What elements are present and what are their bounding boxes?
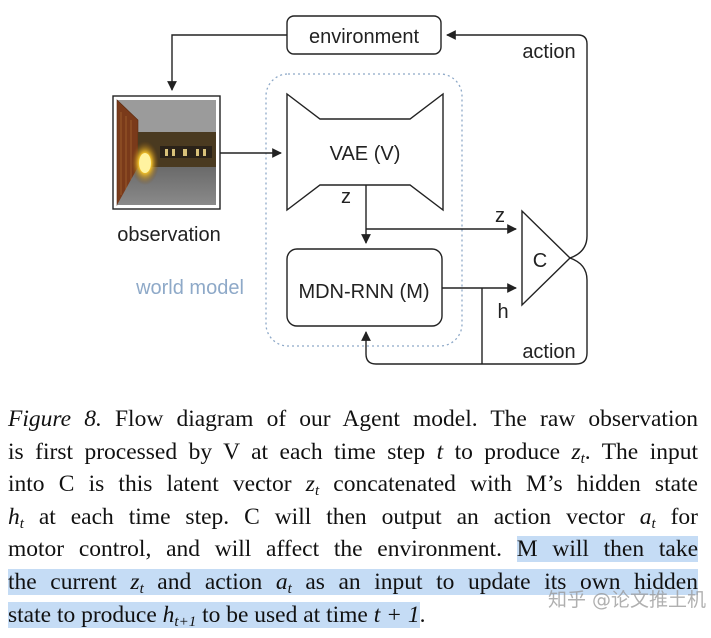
highlighted-text: and action: [143, 568, 276, 595]
math-sub: t: [287, 580, 292, 597]
caption-text: at each time step. C will then output an…: [23, 503, 640, 530]
math-sub: t: [139, 580, 144, 597]
agent-flow-diagram: environment observation VAE (V) z MDN-RN…: [112, 15, 588, 365]
vae-label: VAE (V): [330, 143, 401, 165]
caption-text: . The input: [584, 438, 699, 465]
caption-line-5: motor control, and will affect the envir…: [8, 533, 698, 566]
figure-label: Figure 8.: [8, 406, 102, 432]
arrow-action-to-environment: [446, 30, 588, 259]
math-a: a: [639, 503, 652, 530]
caption-line-3: into C is this latent vector zt concaten…: [8, 468, 698, 501]
h-label: h: [497, 301, 508, 323]
highlighted-text: the current: [8, 568, 131, 595]
math-t: t + 1: [373, 601, 420, 628]
caption-line-7: state to produce ht+1 to be used at time…: [8, 599, 698, 632]
caption-text: .: [419, 601, 426, 628]
figure-caption: Figure 8. Flow diagram of our Agent mode…: [8, 403, 698, 631]
math-sub: t: [19, 515, 24, 532]
action-bottom-label: action: [522, 341, 575, 363]
caption-text: is first processed by V at each time ste…: [8, 438, 437, 465]
math-sub: t: [580, 450, 585, 467]
math-sub: t: [314, 483, 320, 500]
z-controller-label: z: [495, 205, 505, 227]
caption-line-4: ht at each time step. C will then output…: [8, 501, 698, 534]
caption-text: to produce: [443, 438, 572, 465]
action-top-label: action: [522, 41, 575, 63]
world-model-label: world model: [135, 277, 244, 299]
math-h: h: [162, 601, 175, 628]
arrow-env-to-observation: [167, 34, 287, 91]
highlighted-text: to be used at time: [196, 601, 374, 628]
caption-line-1: Figure 8. Flow diagram of our Agent mode…: [8, 403, 698, 436]
math-t: t: [436, 438, 444, 465]
environment-label: environment: [309, 26, 420, 48]
controller-triangle: [521, 209, 572, 307]
math-h: h: [8, 503, 20, 530]
math-z: z: [305, 471, 315, 498]
observation-image: [112, 95, 221, 210]
math-sub: t+1: [174, 613, 197, 630]
caption-text: motor control, and will affect the envir…: [8, 536, 517, 563]
caption-text: concatenated with M’s hidden state: [319, 471, 698, 498]
z-vae-label: z: [341, 186, 351, 208]
caption-text: Flow diagram of our Agent model. The raw…: [101, 406, 698, 432]
connectors: [167, 30, 588, 365]
math-z: z: [571, 438, 581, 465]
math-z: z: [130, 568, 140, 595]
math-a: a: [275, 568, 288, 595]
world-model-region: [265, 73, 463, 347]
caption-text: for: [655, 503, 698, 530]
vae-outline: [286, 92, 444, 212]
math-sub: t: [651, 515, 656, 532]
zhihu-watermark: 知乎 @论文推土机: [548, 589, 707, 611]
caption-line-2: is first processed by V at each time ste…: [8, 436, 698, 469]
highlighted-text: state to produce: [8, 601, 163, 628]
controller-label: C: [533, 250, 547, 272]
mdn-rnn-label: MDN-RNN (M): [298, 281, 429, 303]
caption-line-6: the current zt and action at as an input…: [8, 566, 698, 599]
highlighted-text: as an input to update its own hidden: [291, 568, 698, 595]
highlighted-text: M will then take: [516, 536, 698, 563]
caption-text: into C is this latent vector: [8, 471, 306, 498]
arrow-action-to-mdn: [361, 257, 588, 365]
observation-label: observation: [117, 224, 220, 246]
